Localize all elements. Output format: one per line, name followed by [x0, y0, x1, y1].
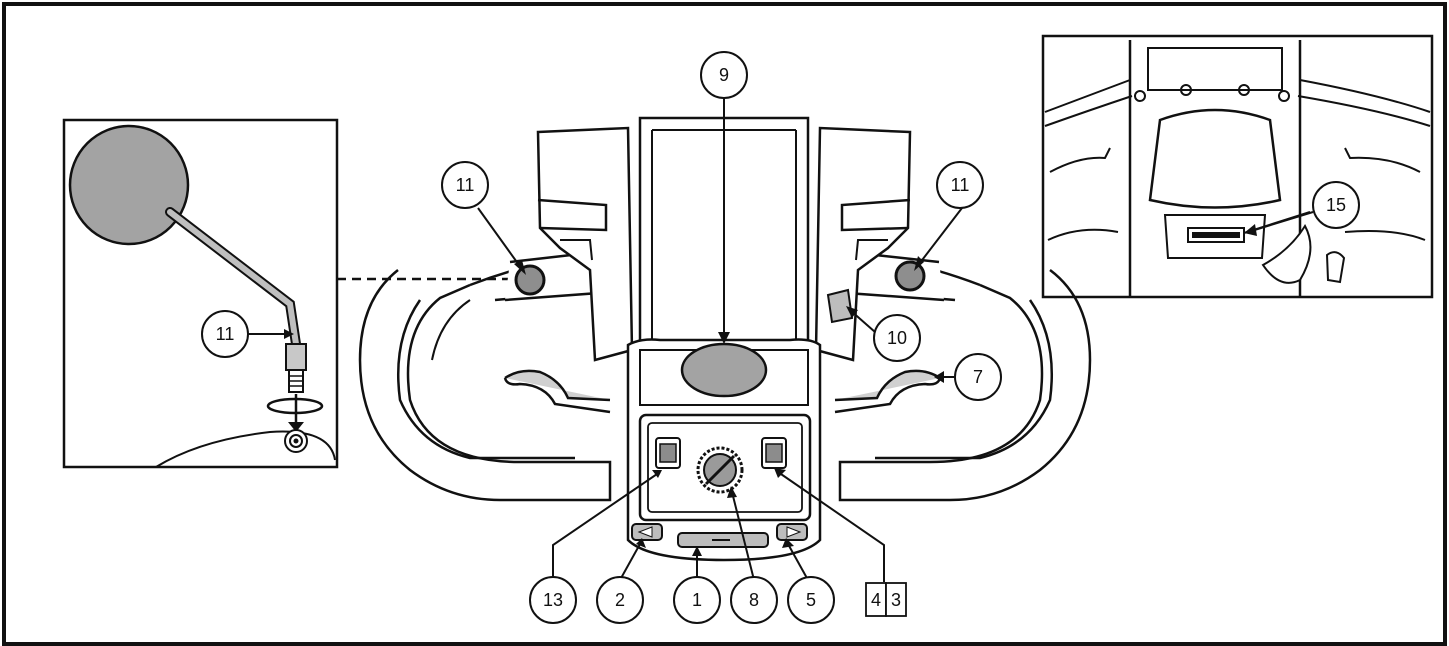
svg-text:13: 13 [543, 590, 563, 610]
callout-8: 8 [730, 576, 778, 624]
callout-1: 1 [673, 576, 721, 624]
callout-7: 7 [954, 353, 1002, 401]
svg-text:10: 10 [887, 328, 907, 348]
svg-text:3: 3 [891, 590, 901, 610]
svg-text:11: 11 [216, 324, 235, 344]
key-switch [826, 288, 854, 324]
speed-dial [696, 446, 744, 494]
svg-text:8: 8 [749, 590, 759, 610]
svg-text:15: 15 [1326, 195, 1346, 215]
svg-text:7: 7 [973, 367, 983, 387]
callout-15: 15 [1312, 181, 1360, 229]
mirror-head [68, 124, 190, 246]
mirror-inset [62, 118, 339, 469]
svg-text:2: 2 [615, 590, 625, 610]
svg-text:4: 4 [871, 590, 881, 610]
svg-text:5: 5 [806, 590, 816, 610]
callout-13: 13 [529, 576, 577, 624]
right-mirror-mount [894, 260, 926, 292]
callout-4-3: 4 3 [865, 582, 907, 617]
callout-11-right: 11 [936, 161, 984, 209]
leader-lines [248, 98, 1314, 582]
svg-text:1: 1 [692, 590, 702, 610]
svg-text:11: 11 [456, 175, 475, 195]
key-inset [1041, 34, 1434, 299]
callout-11-inset: 11 [201, 310, 249, 358]
callout-2: 2 [596, 576, 644, 624]
callout-5: 5 [787, 576, 835, 624]
callouts: 9 11 11 11 15 10 7 13 [201, 51, 1360, 624]
callout-10: 10 [873, 314, 921, 362]
left-mirror-mount [514, 264, 546, 296]
svg-text:11: 11 [951, 175, 970, 195]
battery-gauge [680, 342, 768, 398]
callout-9: 9 [700, 51, 748, 99]
svg-text:9: 9 [719, 65, 729, 85]
callout-11-left: 11 [441, 161, 489, 209]
